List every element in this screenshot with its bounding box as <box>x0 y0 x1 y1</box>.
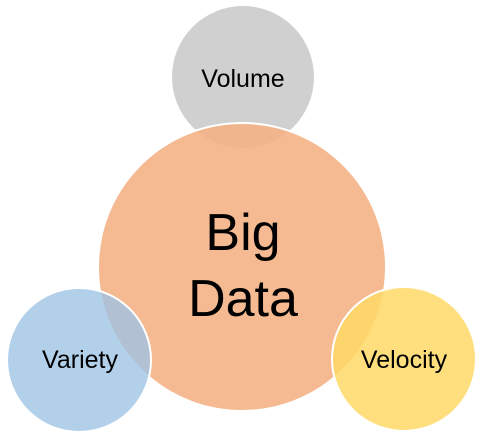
volume-label: Volume <box>201 65 284 93</box>
variety-circle <box>6 287 152 433</box>
big-data-circle <box>97 122 387 412</box>
velocity-circle <box>331 286 477 432</box>
velocity-label: Velocity <box>361 346 448 374</box>
variety-label: Variety <box>42 346 118 374</box>
big-data-label-line1: Big <box>205 204 280 262</box>
big-data-label-line2: Data <box>188 270 298 328</box>
